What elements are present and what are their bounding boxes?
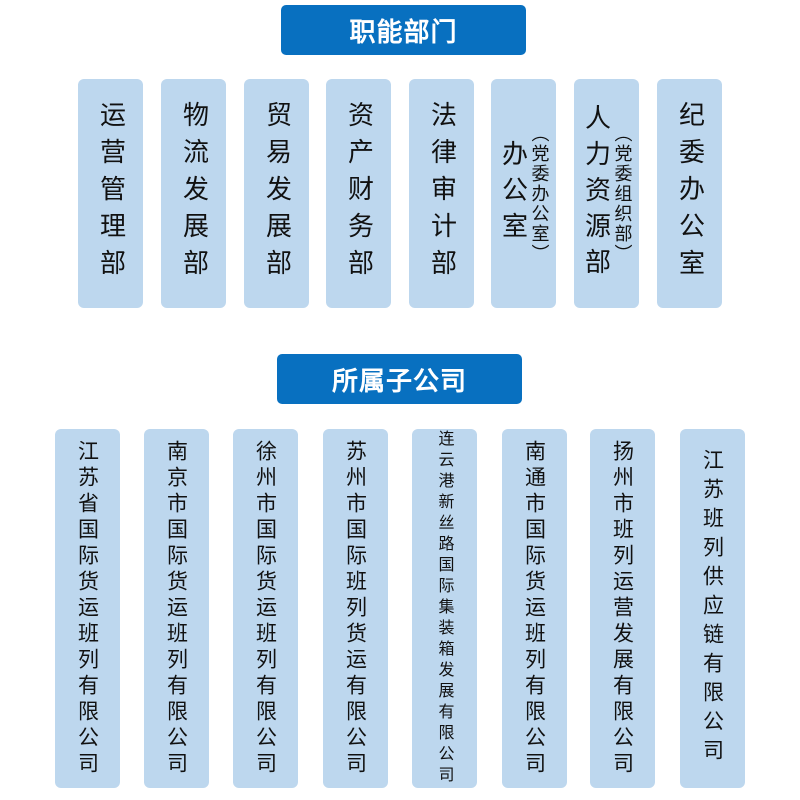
dept-note: （党委组织部） [611,123,633,264]
dept-box-logistics[interactable]: 物流发展部 [161,79,226,308]
dept-label: 物流发展部 [178,101,209,286]
dept-label: 资产财务部 [343,101,374,286]
dept-box-trade[interactable]: 贸易发展部 [244,79,309,308]
dept-box-human-resources[interactable]: （党委组织部） 人力资源部 [574,79,639,308]
company-label: 扬州市班列运营发展有限公司 [610,439,635,778]
dept-label: 办公室 [497,139,528,248]
dept-label-group: （党委办公室） 办公室 [498,124,550,264]
dept-label: 法律审计部 [426,101,457,286]
dept-box-finance[interactable]: 资产财务部 [326,79,391,308]
company-label: 江苏班列供应链有限公司 [700,449,725,768]
company-box-jiangsu-provincial[interactable]: 江苏省国际货运班列有限公司 [55,429,120,788]
dept-label: 纪委办公室 [674,101,705,286]
company-label: 南通市国际货运班列有限公司 [522,439,547,778]
company-box-nanjing[interactable]: 南京市国际货运班列有限公司 [144,429,209,788]
dept-box-general-office[interactable]: （党委办公室） 办公室 [491,79,556,308]
dept-label-group: （党委组织部） 人力资源部 [581,104,633,284]
dept-label: 人力资源部 [580,103,611,284]
company-box-nantong[interactable]: 南通市国际货运班列有限公司 [502,429,567,788]
subsidiaries-header: 所属子公司 [277,354,522,404]
company-label: 南京市国际货运班列有限公司 [164,439,189,778]
dept-box-legal-audit[interactable]: 法律审计部 [409,79,474,308]
dept-label: 贸易发展部 [261,101,292,286]
company-box-jiangsu-supply-chain[interactable]: 江苏班列供应链有限公司 [680,429,745,788]
company-label: 江苏省国际货运班列有限公司 [75,439,100,778]
company-box-lianyungang[interactable]: 连云港新丝路国际集装箱发展有限公司 [412,429,477,788]
company-box-yangzhou[interactable]: 扬州市班列运营发展有限公司 [590,429,655,788]
subsidiaries-title: 所属子公司 [331,366,467,397]
functional-departments-header: 职能部门 [281,5,526,55]
company-box-suzhou[interactable]: 苏州市国际班列货运有限公司 [323,429,388,788]
dept-label: 运营管理部 [95,101,126,286]
company-box-xuzhou[interactable]: 徐州市国际货运班列有限公司 [233,429,298,788]
company-label: 连云港新丝路国际集装箱发展有限公司 [435,430,455,787]
dept-note: （党委办公室） [528,123,550,264]
company-label: 苏州市国际班列货运有限公司 [343,439,368,778]
company-label: 徐州市国际货运班列有限公司 [253,439,278,778]
dept-box-operations[interactable]: 运营管理部 [78,79,143,308]
functional-departments-title: 职能部门 [349,17,458,48]
dept-box-discipline-office[interactable]: 纪委办公室 [657,79,722,308]
